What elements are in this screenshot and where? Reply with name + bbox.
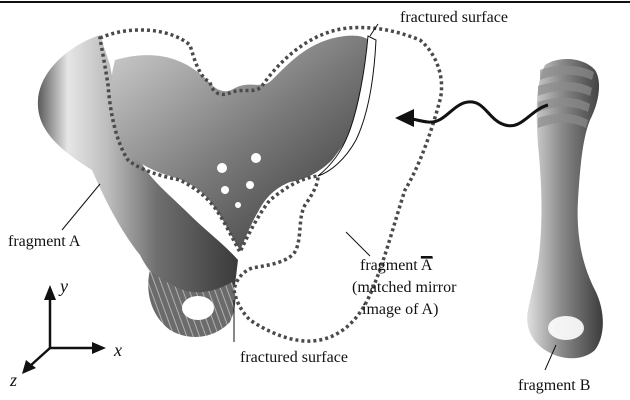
arrow-head <box>395 109 414 127</box>
label-fragment-a-bar-letter: A <box>421 257 433 274</box>
z-axis-line <box>30 348 50 366</box>
leader-fractured-top <box>370 24 378 36</box>
fragment-a-foramen <box>182 296 214 320</box>
x-axis-arrowhead <box>92 342 106 354</box>
x-axis-label: x <box>113 340 122 360</box>
fragment-b-foramen <box>548 316 584 340</box>
sacrum-highlight <box>251 153 261 163</box>
y-axis-arrowhead <box>44 285 56 300</box>
label-fragment-b: fragment B <box>518 377 590 394</box>
sacrum-highlight <box>246 181 254 189</box>
label-fractured-surface-top: fractured surface <box>400 9 508 26</box>
arrow-shaft <box>405 102 548 126</box>
axes-triad: y x z <box>9 276 122 390</box>
y-axis-label: y <box>58 276 68 296</box>
label-fractured-surface-bottom: fractured surface <box>240 349 348 366</box>
sacrum-highlight <box>221 186 229 194</box>
label-mirror-line1: (matched mirror <box>352 279 457 296</box>
leader-fragment-a-bar <box>346 232 370 256</box>
label-mirror-line2: image of A) <box>362 301 438 318</box>
label-fragment-a-bar: fragment A <box>360 257 433 274</box>
sacrum-highlight <box>217 163 227 173</box>
z-axis-label: z <box>9 370 17 390</box>
sacrum-highlight <box>235 202 241 208</box>
label-fragment-a-bar-prefix: fragment <box>360 257 421 274</box>
leader-fragment-a <box>62 184 100 230</box>
label-fragment-a: fragment A <box>8 233 81 250</box>
